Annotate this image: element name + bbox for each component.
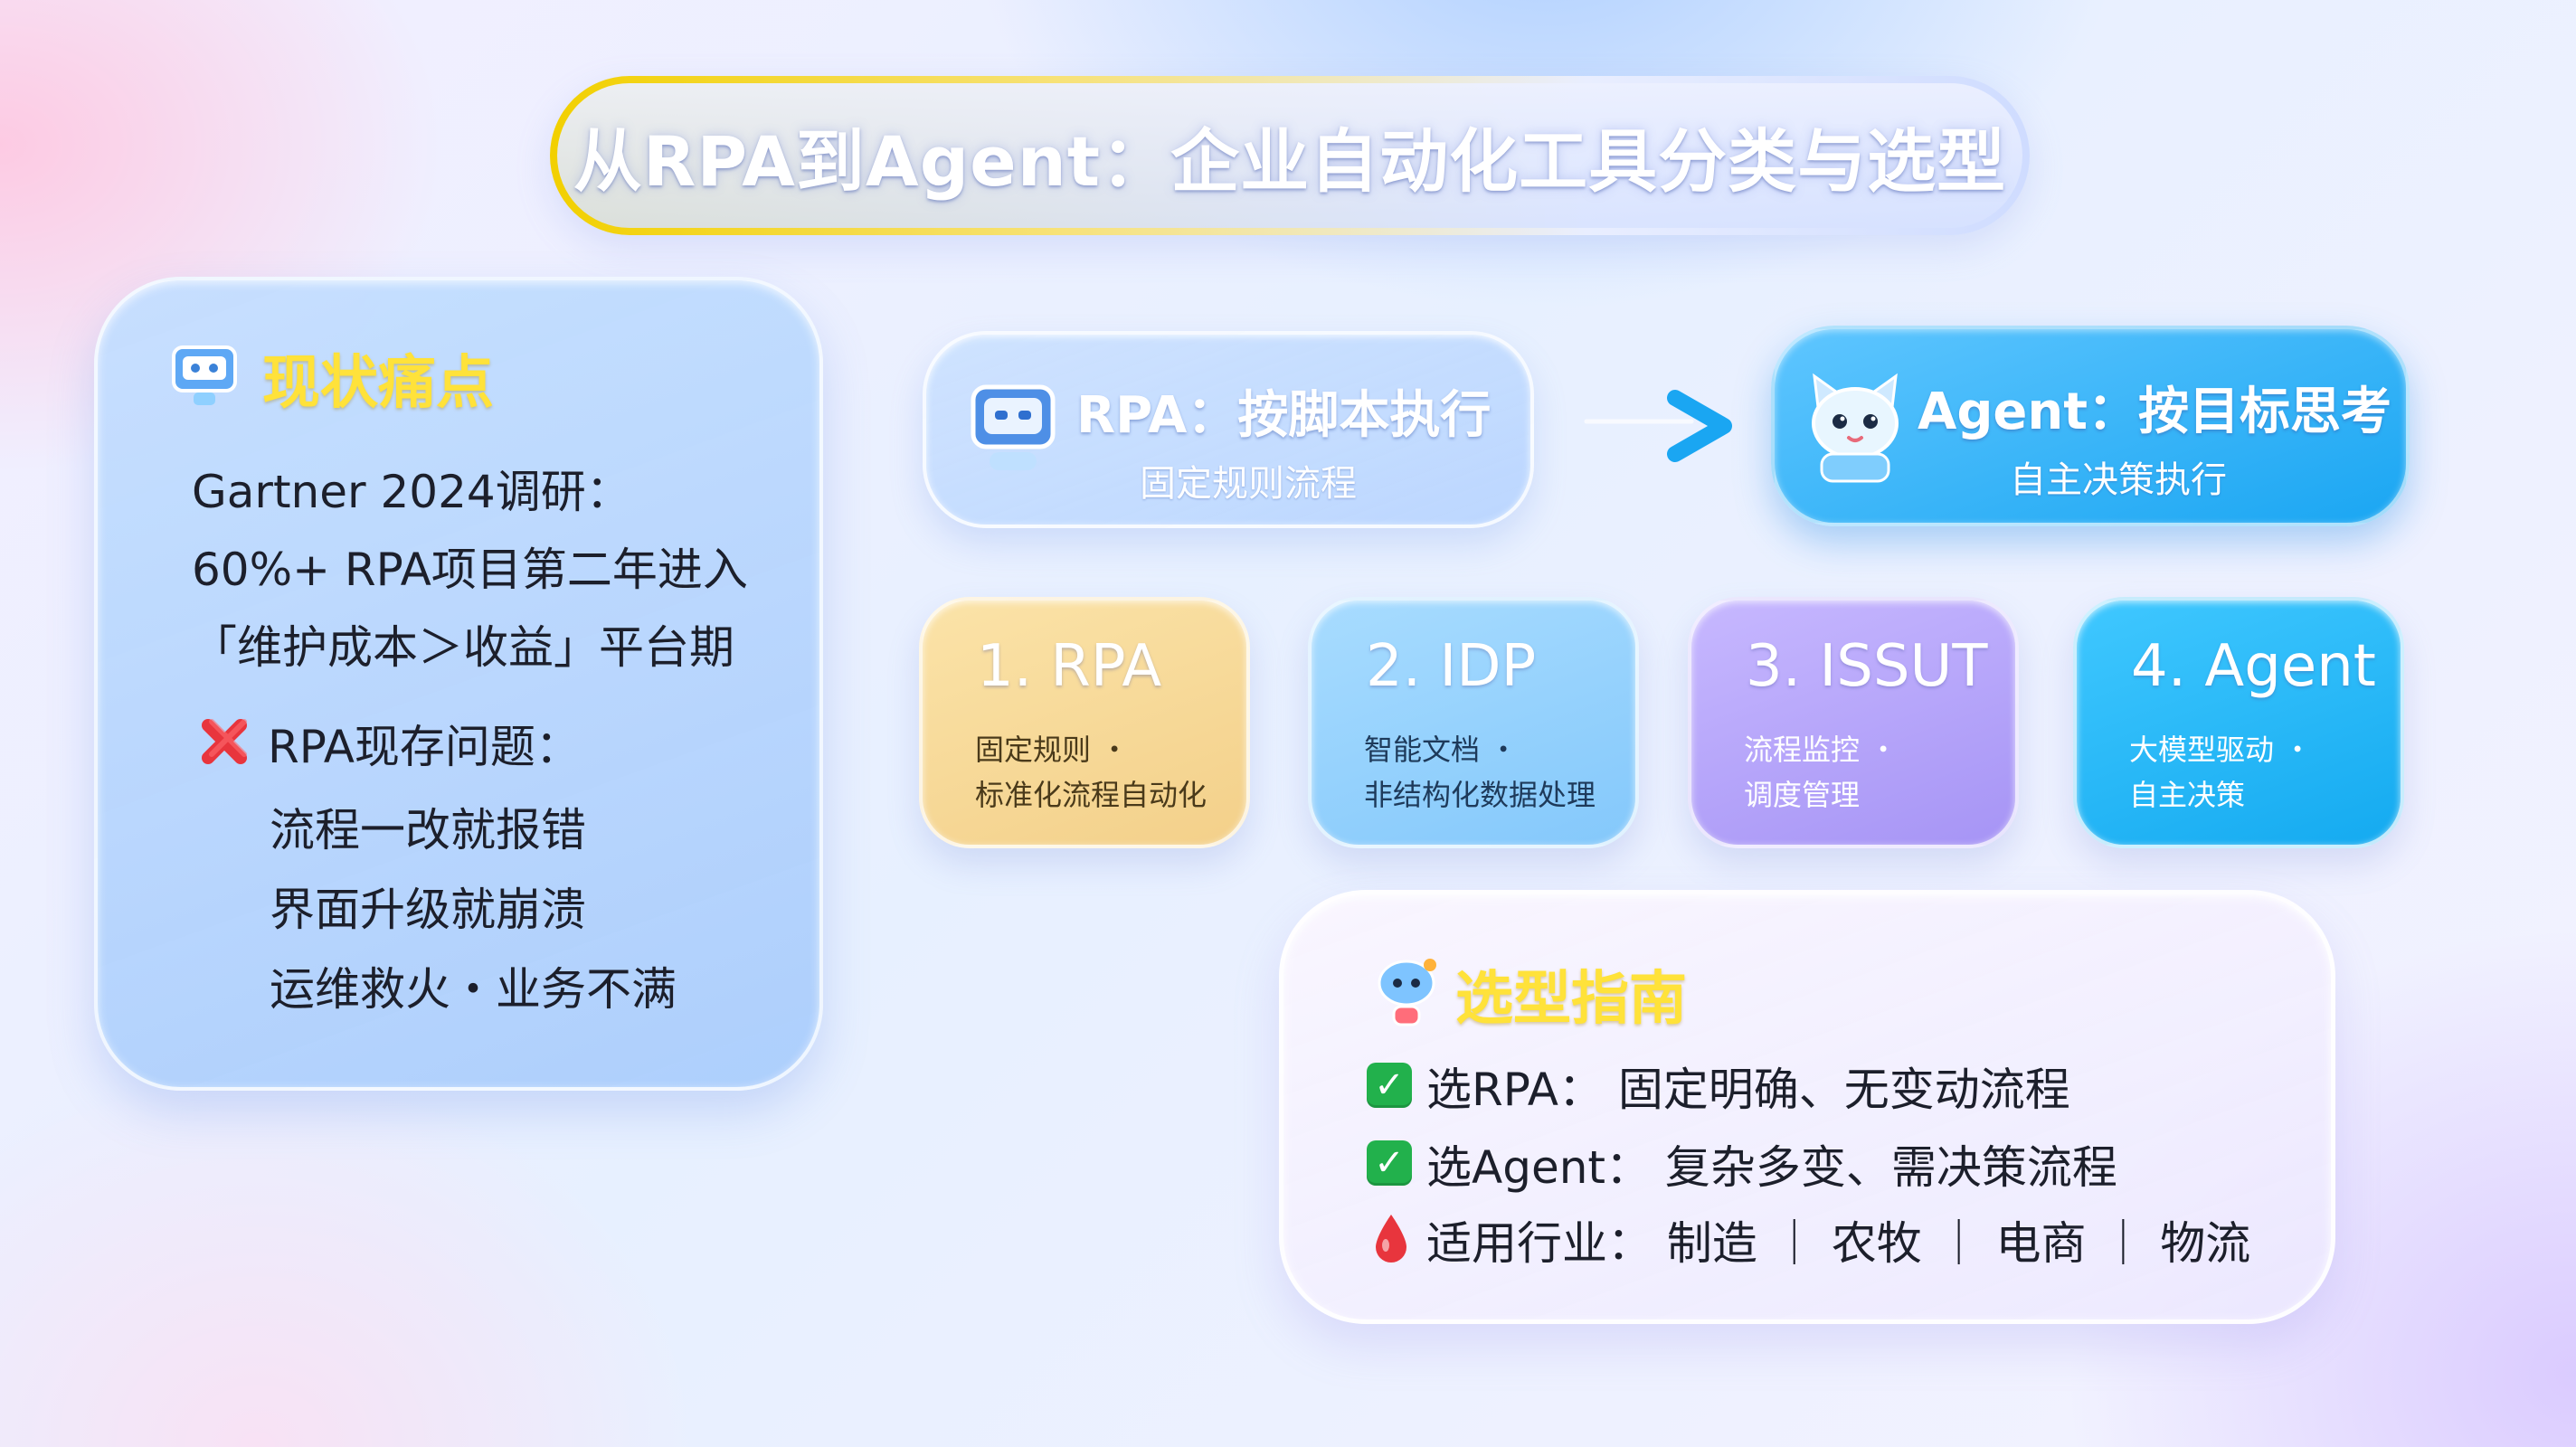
cross-mark-icon — [199, 713, 253, 767]
category-desc-line: 智能文档 ・ — [1364, 733, 1519, 767]
category-title: 1. RPA — [977, 633, 1162, 700]
category-desc-line: 流程监控 ・ — [1744, 733, 1899, 767]
category-title: 4. Agent — [2131, 633, 2376, 700]
check-mark-icon: ✓ — [1367, 1140, 1412, 1186]
category-desc-line: 标准化流程自动化 — [975, 778, 1208, 812]
survey-line-1: Gartner 2024调研： — [192, 466, 631, 518]
category-card-agent: 4. Agent 大模型驱动 ・ 自主决策 — [2073, 597, 2404, 848]
rpa-flow-subtitle: 固定规则流程 — [1140, 463, 1357, 505]
category-desc-line: 自主决策 — [2129, 778, 2246, 812]
robot-face-icon — [966, 380, 1060, 479]
check-mark-icon: ✓ — [1367, 1063, 1412, 1108]
guide-line-rpa: 选RPA： 固定明确、无变动流程 — [1426, 1054, 2070, 1119]
problem-item: 运维救火・业务不满 — [270, 963, 677, 1016]
agent-flow-title: Agent：按目标思考 — [1918, 383, 2392, 441]
category-desc: 固定规则 ・ 标准化流程自动化 — [975, 727, 1207, 818]
category-card-idp: 2. IDP 智能文档 ・ 非结构化数据处理 — [1308, 597, 1639, 848]
category-desc-line: 大模型驱动 ・ — [2129, 733, 2313, 767]
category-desc: 流程监控 ・ 调度管理 — [1744, 727, 1898, 818]
guide-text: 复杂多变、需决策流程 — [1664, 1141, 2117, 1194]
rpa-flow-title: RPA：按脚本执行 — [1076, 386, 1492, 445]
category-title: 3. ISSUT — [1746, 633, 1988, 700]
survey-line-3: 「维护成本＞收益」平台期 — [192, 621, 734, 674]
guide-label: 适用行业： — [1426, 1217, 1653, 1270]
pain-points-panel: 现状痛点 Gartner 2024调研： 60%+ RPA项目第二年进入 「维护… — [94, 277, 823, 1091]
selection-guide-panel: 选型指南 ✓ 选RPA： 固定明确、无变动流程 ✓ 选Agent： 复杂多变、需… — [1279, 890, 2335, 1324]
problem-item: 界面升级就崩溃 — [270, 884, 586, 936]
page-title: 从RPA到Agent：企业自动化工具分类与选型 — [573, 121, 2007, 202]
category-desc-line: 调度管理 — [1744, 778, 1861, 812]
guide-line-industries: 适用行业： 制造 ｜ 农牧 ｜ 电商 ｜ 物流 — [1426, 1207, 2250, 1272]
drop-icon — [1370, 1211, 1412, 1265]
guide-label: 选RPA： — [1426, 1064, 1604, 1116]
title-banner: 从RPA到Agent：企业自动化工具分类与选型 — [550, 76, 2030, 235]
survey-line-2: 60%+ RPA项目第二年进入 — [192, 544, 748, 596]
guide-heading: 选型指南 — [1455, 966, 1687, 1033]
agent-flow-card: Agent：按目标思考 自主决策执行 — [1771, 326, 2410, 526]
pain-points-heading: 现状痛点 — [262, 350, 494, 417]
arrow-right-icon — [1574, 385, 1737, 467]
rpa-flow-card: RPA：按脚本执行 固定规则流程 — [923, 331, 1534, 528]
monitor-robot-icon — [168, 340, 241, 412]
category-desc-line: 非结构化数据处理 — [1364, 778, 1596, 812]
guide-text: 固定明确、无变动流程 — [1617, 1064, 2070, 1116]
guide-label: 选Agent： — [1426, 1141, 1651, 1194]
category-desc: 智能文档 ・ 非结构化数据处理 — [1364, 727, 1596, 818]
robot-guide-icon — [1370, 954, 1448, 1032]
guide-line-agent: 选Agent： 复杂多变、需决策流程 — [1426, 1131, 2117, 1196]
problem-item: 流程一改就报错 — [270, 804, 586, 856]
category-desc-line: 固定规则 ・ — [975, 733, 1130, 767]
agent-flow-subtitle: 自主决策执行 — [2010, 459, 2227, 501]
guide-text: 制造 ｜ 农牧 ｜ 电商 ｜ 物流 — [1666, 1217, 2251, 1270]
category-card-issut: 3. ISSUT 流程监控 ・ 调度管理 — [1688, 597, 2019, 848]
problems-heading: RPA现存问题： — [268, 721, 581, 773]
cat-robot-icon — [1802, 371, 1908, 487]
category-title: 2. IDP — [1366, 633, 1537, 700]
category-card-rpa: 1. RPA 固定规则 ・ 标准化流程自动化 — [919, 597, 1250, 848]
category-desc: 大模型驱动 ・ 自主决策 — [2129, 727, 2312, 818]
